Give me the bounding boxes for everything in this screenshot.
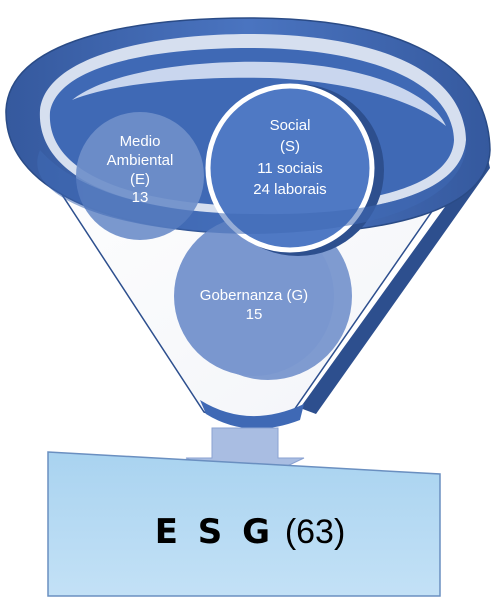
social-line2: (S) [280, 138, 300, 156]
funnel-tip [200, 400, 304, 429]
governance-circle [174, 216, 334, 376]
funnel-right-edge [300, 150, 490, 414]
environmental-line3: (E) [130, 170, 150, 188]
social-line3: 11 sociais [257, 159, 323, 177]
environmental-count: 13 [131, 189, 149, 207]
funnel-mouth-highlight [72, 61, 446, 127]
governance-label: Gobernanza (G) 15 [180, 287, 328, 325]
esg-title: E S G (63) [120, 512, 380, 552]
social-line4: 24 laborais [253, 180, 327, 198]
esg-result-box [47, 451, 441, 597]
environmental-line1: Medio [119, 133, 161, 150]
esg-letters: E S G [154, 512, 274, 552]
social-circle [205, 83, 375, 253]
social-label: Social (S) 11 sociais 24 laborais [236, 115, 344, 200]
governance-line1: Gobernanza (G) [199, 287, 309, 304]
esg-count: (63) [284, 513, 346, 551]
funnel-rim-front [37, 140, 467, 234]
environmental-label: Medio Ambiental (E) 13 [88, 133, 192, 208]
environmental-line2: Ambiental [106, 151, 174, 169]
social-line1: Social [269, 117, 311, 134]
governance-count: 15 [245, 305, 263, 323]
